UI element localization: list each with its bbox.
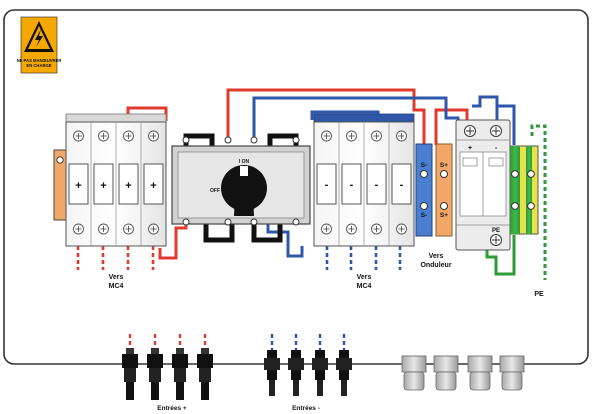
switch-off-label: OFF bbox=[210, 188, 220, 194]
mc4-connectors-positive bbox=[122, 334, 213, 400]
pole-label: + bbox=[75, 180, 81, 192]
spd-pe-label: PE bbox=[492, 228, 500, 234]
warning-text-line2: EN CHARGE bbox=[26, 63, 51, 68]
dc-breaker-negative: - - - - bbox=[313, 113, 415, 247]
mc4-connector bbox=[336, 334, 352, 396]
entrees-minus-label: Entrées - bbox=[292, 405, 320, 412]
pe-ground-label: PE bbox=[534, 291, 544, 298]
cable-gland bbox=[401, 355, 427, 391]
switch-on-label: I ON bbox=[239, 159, 250, 165]
warning-label: NE PAS MANŒUVRER EN CHARGE bbox=[17, 16, 62, 74]
cable-stubs bbox=[76, 246, 402, 270]
mc4-connector bbox=[312, 334, 328, 396]
distribution-block-negative: S- S- bbox=[415, 143, 433, 237]
pole-label: + bbox=[100, 180, 106, 192]
lightning-bolt-icon bbox=[35, 29, 43, 47]
pole-label: + bbox=[125, 180, 131, 192]
mc4-connector bbox=[122, 334, 138, 400]
cable-gland bbox=[467, 355, 493, 391]
vers-onduleur-line1: Vers bbox=[429, 253, 444, 260]
terminal-label: S+ bbox=[440, 212, 448, 219]
terminal-label: S- bbox=[421, 162, 428, 169]
screw-terminal-icons bbox=[73, 130, 159, 235]
ground-terminal-blocks bbox=[509, 145, 539, 235]
vers-onduleur-line2: Onduleur bbox=[420, 262, 451, 269]
mc4-connector bbox=[264, 334, 280, 396]
cable-glands bbox=[401, 355, 525, 391]
vers-mc4-right-line1: Vers bbox=[357, 274, 372, 281]
terminal-label: S- bbox=[421, 212, 428, 219]
dc-breaker-positive: + + + + bbox=[53, 113, 167, 247]
pole-label: - bbox=[350, 179, 354, 191]
cable-gland bbox=[499, 355, 525, 391]
mc4-connector bbox=[197, 334, 213, 400]
pole-label: - bbox=[400, 179, 404, 191]
pole-label: - bbox=[375, 179, 379, 191]
spd-plus-label: + bbox=[468, 145, 472, 152]
terminal-label: S+ bbox=[440, 162, 448, 169]
screw-terminal-icons bbox=[321, 130, 407, 235]
rotary-disconnect-switch: I ON OFF bbox=[171, 133, 311, 243]
vers-mc4-left-line1: Vers bbox=[109, 274, 124, 281]
spd-minus-label: - bbox=[495, 145, 498, 152]
vers-mc4-left-line2: MC4 bbox=[109, 283, 124, 290]
surge-protection-device: + - PE bbox=[455, 119, 511, 251]
mc4-connector bbox=[147, 334, 163, 400]
vers-mc4-right-line2: MC4 bbox=[357, 283, 372, 290]
diagram-labels: Vers MC4 Vers MC4 Vers Onduleur PE Entré… bbox=[109, 253, 544, 412]
mc4-connector bbox=[172, 334, 188, 400]
mc4-connectors-negative bbox=[264, 334, 352, 396]
entrees-plus-label: Entrées + bbox=[157, 405, 187, 412]
distribution-block-positive: S+ S+ bbox=[435, 143, 453, 237]
mc4-connector bbox=[288, 334, 304, 396]
pole-label: + bbox=[150, 180, 156, 192]
pole-label: - bbox=[325, 179, 329, 191]
cable-gland bbox=[433, 355, 459, 391]
warning-text-line1: NE PAS MANŒUVRER bbox=[17, 58, 62, 63]
